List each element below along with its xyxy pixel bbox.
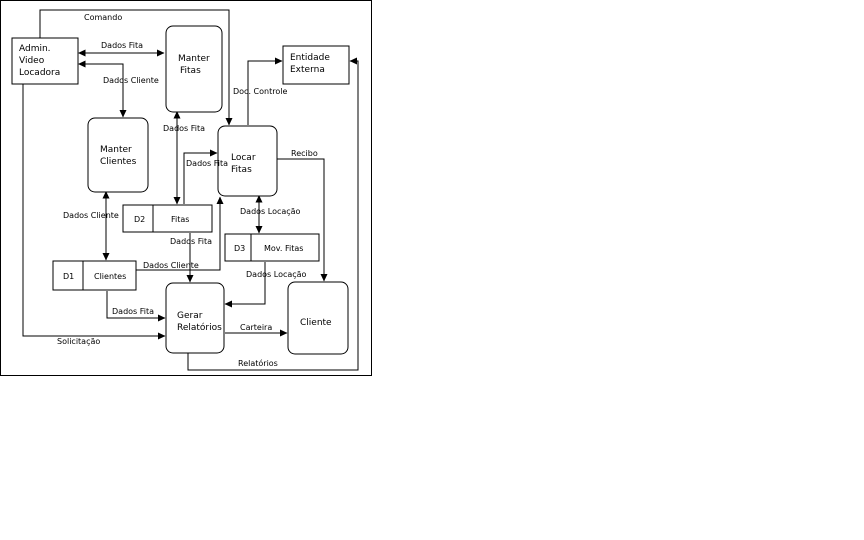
flow-d1-gerar	[106, 291, 166, 322]
store-d2-fitas[interactable]: D2 Fitas	[122, 204, 213, 233]
flow-d2-locar	[183, 149, 218, 204]
label-recibo: Recibo	[291, 149, 318, 158]
label-relatorios: Relatórios	[238, 358, 278, 368]
locar-fitas-line-2: Fitas	[231, 165, 252, 175]
entidade-line-2: Externa	[290, 65, 325, 75]
process-manter-clientes[interactable]: Manter Clientes	[87, 117, 149, 193]
label-dados-fita-admin: Dados Fita	[101, 41, 143, 50]
label-dados-cliente-locar: Dados Cliente	[143, 261, 199, 270]
flow-doc-controle	[247, 57, 283, 125]
admin-line-1: Admin.	[19, 44, 51, 54]
flow-solicitacao	[22, 84, 166, 340]
manter-clientes-line-2: Clientes	[100, 157, 137, 167]
process-gerar-relatorios[interactable]: Gerar Relatórios	[165, 282, 225, 354]
flow-relatorios	[187, 57, 359, 371]
store-d1-clientes[interactable]: D1 Clientes	[52, 260, 137, 291]
label-dados-locacao-gerar: Dados Locação	[246, 270, 307, 279]
entity-entidade-externa[interactable]: Entidade Externa	[282, 45, 350, 85]
label-dados-fita-manter: Dados Fita	[163, 124, 205, 133]
admin-line-2: Video	[19, 56, 45, 66]
d1-name: Clientes	[94, 272, 126, 281]
d2-name: Fitas	[171, 215, 189, 224]
gerar-line-2: Relatórios	[177, 322, 222, 333]
flow-d3-gerar	[224, 262, 266, 308]
flow-d1-locar	[136, 196, 224, 271]
process-manter-fitas[interactable]: Manter Fitas	[165, 25, 223, 113]
manter-fitas-line-2: Fitas	[180, 66, 201, 76]
manter-fitas-line-1: Manter	[178, 54, 210, 64]
label-dados-fita-gerar: Dados Fita	[170, 237, 212, 246]
d3-id: D3	[234, 244, 245, 253]
locar-fitas-line-1: Locar	[231, 153, 256, 163]
flow-admin-manter-clientes	[78, 60, 127, 118]
d2-id: D2	[134, 215, 145, 224]
label-dados-cliente-d1: Dados Cliente	[63, 211, 119, 220]
label-dados-fita-d1: Dados Fita	[112, 307, 154, 316]
d3-name: Mov. Fitas	[264, 244, 303, 253]
process-locar-fitas[interactable]: Locar Fitas	[217, 125, 278, 197]
label-comando: Comando	[84, 13, 122, 22]
flow-recibo	[277, 158, 328, 282]
label-solicitacao: Solicitação	[57, 337, 100, 346]
store-d3-mov-fitas[interactable]: D3 Mov. Fitas	[224, 233, 320, 262]
label-dados-cliente-admin: Dados Cliente	[103, 76, 159, 85]
entidade-line-1: Entidade	[290, 53, 330, 63]
d1-id: D1	[63, 272, 74, 281]
label-dados-locacao-d3: Dados Locação	[240, 207, 301, 216]
label-carteira: Carteira	[240, 323, 272, 332]
cliente-label: Cliente	[300, 318, 332, 328]
entity-admin-video-locadora[interactable]: Admin. Video Locadora	[11, 37, 79, 85]
label-doc-controle: Doc. Controle	[233, 87, 287, 96]
flow-comando	[39, 9, 233, 126]
label-dados-fita-locar: Dados Fita	[186, 159, 228, 168]
gerar-line-1: Gerar	[177, 311, 203, 321]
manter-clientes-line-1: Manter	[100, 145, 132, 155]
admin-line-3: Locadora	[19, 68, 60, 78]
entity-cliente[interactable]: Cliente	[287, 281, 349, 355]
